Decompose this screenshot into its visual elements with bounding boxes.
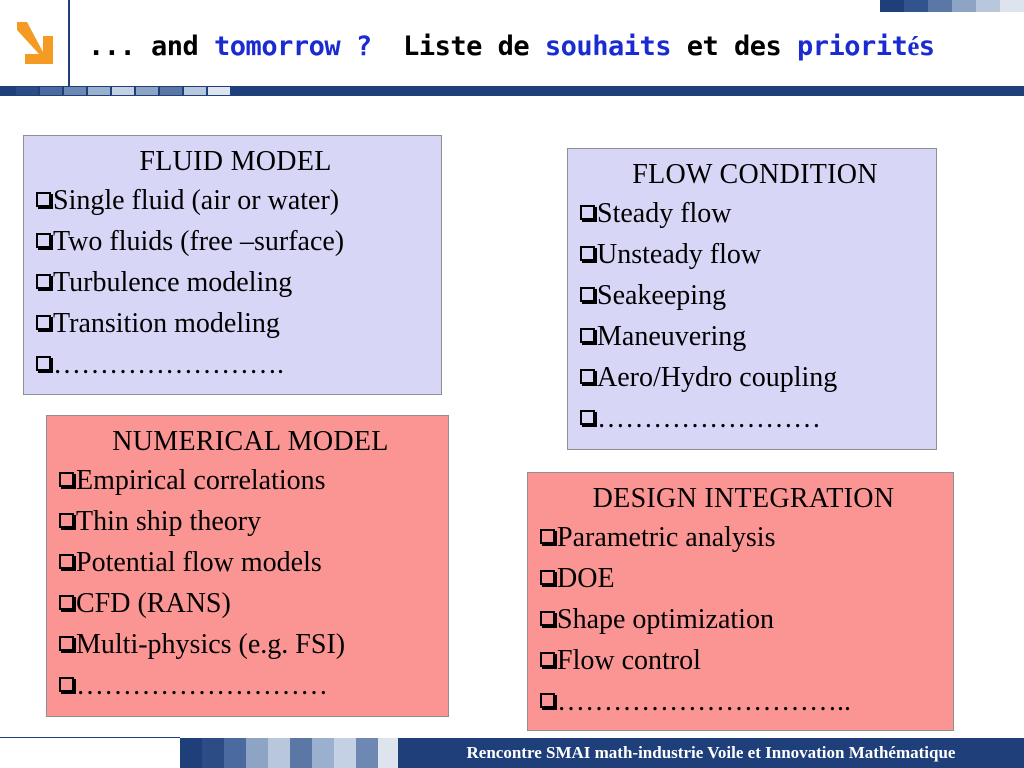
- list-item: Flow control: [540, 640, 947, 681]
- list-item-text: DOE: [557, 563, 615, 594]
- fluid-model-heading: FLUID MODEL: [139, 146, 332, 177]
- checkbox-bullet-icon: [59, 595, 74, 610]
- list-item-text: Maneuvering: [597, 321, 747, 352]
- header-bar-squares: [16, 87, 232, 95]
- list-item: Turbulence modeling: [36, 262, 435, 303]
- list-item: Two fluids (free –surface): [36, 221, 435, 262]
- list-item-text: Multi-physics (e.g. FSI): [76, 629, 346, 660]
- checkbox-bullet-icon: [580, 369, 595, 384]
- list-item-text: Shape optimization: [557, 604, 774, 635]
- list-item-text: Steady flow: [597, 198, 732, 229]
- list-item-text: Transition modeling: [53, 308, 280, 339]
- list-item: Multi-physics (e.g. FSI): [59, 624, 442, 665]
- title-part-7: é: [907, 31, 919, 61]
- list-item: …………………………..: [540, 681, 947, 722]
- list-item-text: …………………………..: [557, 686, 851, 717]
- checkbox-bullet-icon: [59, 513, 74, 528]
- title-part-5: et des: [670, 31, 798, 62]
- list-item: …………………….: [36, 344, 435, 385]
- list-item: Aero/Hydro coupling: [580, 357, 930, 398]
- list-item: Potential flow models: [59, 542, 442, 583]
- fluid-model-list: Single fluid (air or water) Two fluids (…: [36, 180, 435, 385]
- logo: [0, 0, 70, 86]
- list-item: ……………………: [580, 398, 930, 439]
- checkbox-bullet-icon: [540, 570, 555, 585]
- checkbox-bullet-icon: [540, 693, 555, 708]
- list-item-text: Flow control: [557, 645, 701, 676]
- checkbox-bullet-icon: [59, 472, 74, 487]
- numerical-model-box: NUMERICAL MODEL Empirical correlations T…: [46, 415, 449, 717]
- list-item: ………………………: [59, 665, 442, 706]
- checkbox-bullet-icon: [580, 328, 595, 343]
- list-item-text: …………………….: [53, 349, 284, 380]
- list-item-text: Single fluid (air or water): [53, 185, 340, 216]
- title-part-6: priorit: [797, 31, 908, 62]
- numerical-model-list: Empirical correlations Thin ship theory …: [59, 460, 442, 706]
- list-item: Steady flow: [580, 193, 930, 234]
- list-item-text: CFD (RANS): [76, 588, 231, 619]
- checkbox-bullet-icon: [36, 356, 51, 371]
- list-item-text: ……………………: [597, 403, 821, 434]
- list-item-text: Potential flow models: [76, 547, 322, 578]
- flow-condition-list: Steady flow Unsteady flow Seakeeping Man…: [580, 193, 930, 439]
- footer-line: [0, 737, 180, 738]
- list-item-text: Empirical correlations: [76, 465, 326, 496]
- footer-text: Rencontre SMAI math-industrie Voile et I…: [466, 743, 956, 762]
- checkbox-bullet-icon: [59, 677, 74, 692]
- list-item: Parametric analysis: [540, 517, 947, 558]
- list-item-text: Turbulence modeling: [53, 267, 293, 298]
- list-item: Empirical correlations: [59, 460, 442, 501]
- list-item: CFD (RANS): [59, 583, 442, 624]
- flow-condition-box: FLOW CONDITION Steady flow Unsteady flow…: [567, 148, 937, 450]
- checkbox-bullet-icon: [59, 636, 74, 651]
- checkbox-bullet-icon: [36, 233, 51, 248]
- title-part-3: Liste de: [371, 31, 545, 62]
- list-item: Single fluid (air or water): [36, 180, 435, 221]
- header-bar: [0, 86, 1024, 96]
- footer-squares: [180, 738, 400, 768]
- list-item: Transition modeling: [36, 303, 435, 344]
- design-integration-list: Parametric analysis DOE Shape optimizati…: [540, 517, 947, 722]
- checkbox-bullet-icon: [540, 611, 555, 626]
- list-item-text: ………………………: [76, 670, 328, 701]
- title-part-2: tomorrow ?: [214, 31, 372, 62]
- checkbox-bullet-icon: [36, 315, 51, 330]
- list-item: Maneuvering: [580, 316, 930, 357]
- list-item: Unsteady flow: [580, 234, 930, 275]
- list-item: Thin ship theory: [59, 501, 442, 542]
- design-integration-heading: DESIGN INTEGRATION: [592, 483, 895, 514]
- numerical-model-heading: NUMERICAL MODEL: [112, 426, 389, 457]
- checkbox-bullet-icon: [540, 652, 555, 667]
- title-part-8: s: [918, 31, 935, 62]
- flow-condition-heading: FLOW CONDITION: [632, 159, 878, 190]
- list-item: Shape optimization: [540, 599, 947, 640]
- page-title: ... and tomorrow ? Liste de souhaits et …: [88, 26, 935, 66]
- list-item-text: Thin ship theory: [76, 506, 262, 537]
- checkbox-bullet-icon: [580, 246, 595, 261]
- title-part-1: ... and: [88, 31, 215, 62]
- list-item-text: Aero/Hydro coupling: [597, 362, 838, 393]
- logo-divider: [68, 0, 70, 86]
- list-item-text: Two fluids (free –surface): [53, 226, 345, 257]
- title-part-4: souhaits: [544, 31, 672, 62]
- fluid-model-box: FLUID MODEL Single fluid (air or water) …: [23, 135, 442, 395]
- checkbox-bullet-icon: [540, 529, 555, 544]
- checkbox-bullet-icon: [580, 205, 595, 220]
- top-right-squares: [880, 0, 1024, 12]
- list-item-text: Seakeeping: [597, 280, 727, 311]
- checkbox-bullet-icon: [59, 554, 74, 569]
- checkbox-bullet-icon: [580, 287, 595, 302]
- footer-bar: Rencontre SMAI math-industrie Voile et I…: [398, 738, 1024, 768]
- orange-arrow-icon: [17, 22, 53, 64]
- checkbox-bullet-icon: [36, 274, 51, 289]
- checkbox-bullet-icon: [580, 410, 595, 425]
- list-item-text: Unsteady flow: [597, 239, 762, 270]
- list-item: DOE: [540, 558, 947, 599]
- checkbox-bullet-icon: [36, 192, 51, 207]
- list-item-text: Parametric analysis: [557, 522, 776, 553]
- design-integration-box: DESIGN INTEGRATION Parametric analysis D…: [527, 472, 954, 731]
- list-item: Seakeeping: [580, 275, 930, 316]
